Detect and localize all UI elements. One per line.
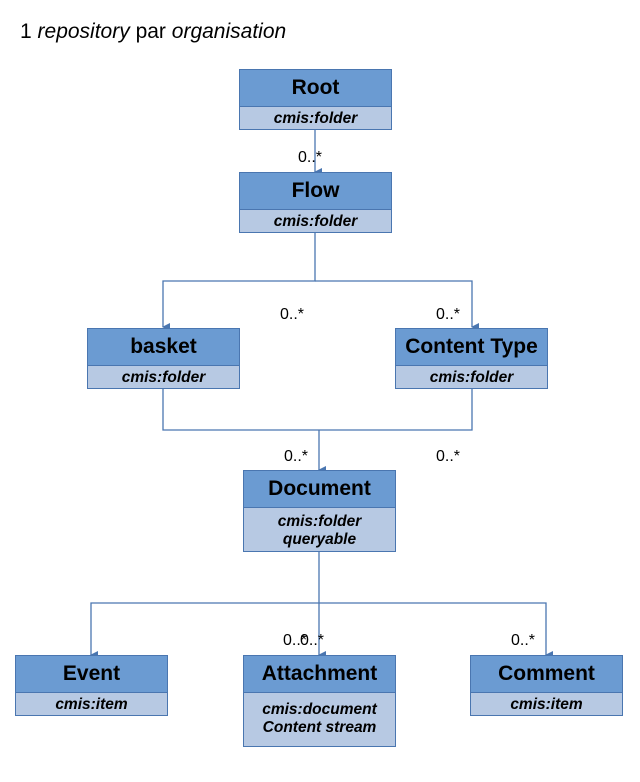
edge-flow-contenttype — [315, 280, 479, 331]
stereotype-line: cmis:document — [262, 701, 377, 718]
node-root-stereotype: cmis:folder — [240, 107, 391, 131]
multiplicity-label: 0..* — [300, 632, 325, 649]
stereotype-line: cmis:item — [510, 696, 583, 713]
node-attachment-stereotype: cmis:document Content stream — [244, 693, 395, 740]
title-word-organisation: organisation — [171, 20, 287, 43]
node-comment-stereotype: cmis:item — [471, 693, 622, 717]
node-comment: Comment cmis:item — [470, 655, 623, 716]
node-document: Document cmis:folder queryable — [243, 470, 396, 552]
node-content-type: Content Type cmis:folder — [395, 328, 548, 389]
multiplicity-label: 0..* — [436, 448, 461, 465]
multiplicity-label: 0..* — [280, 306, 305, 323]
node-flow: Flow cmis:folder — [239, 172, 392, 233]
edge-basket-document — [162, 389, 473, 431]
edge-flow-branch — [162, 233, 316, 331]
stereotype-line: cmis:folder — [273, 213, 358, 230]
edge-document-event — [90, 552, 320, 659]
multiplicity-label: 0..* — [298, 149, 323, 166]
node-attachment: Attachment cmis:document Content stream — [243, 655, 396, 747]
node-document-name: Document — [244, 471, 395, 508]
node-basket-name: basket — [88, 329, 239, 366]
node-comment-name: Comment — [471, 656, 622, 693]
stereotype-line: Content stream — [262, 719, 377, 736]
stereotype-line: queryable — [282, 531, 357, 548]
node-basket-stereotype: cmis:folder — [88, 366, 239, 390]
stereotype-line: cmis:folder — [429, 369, 514, 386]
multiplicity-label: 0..* — [436, 306, 461, 323]
multiplicity-label: 0..* — [284, 448, 309, 465]
title-word-repository: repository — [37, 20, 130, 43]
stereotype-line: cmis:item — [55, 696, 128, 713]
stereotype-line: cmis:folder — [121, 369, 206, 386]
diagram-title: 1 repository par organisation — [20, 20, 286, 44]
multiplicity-label: 0..* — [511, 632, 536, 649]
node-content-type-stereotype: cmis:folder — [396, 366, 547, 390]
stereotype-line: cmis:folder — [273, 110, 358, 127]
node-attachment-name: Attachment — [244, 656, 395, 693]
stereotype-line: cmis:folder — [277, 513, 362, 530]
node-basket: basket cmis:folder — [87, 328, 240, 389]
node-flow-name: Flow — [240, 173, 391, 210]
node-flow-stereotype: cmis:folder — [240, 210, 391, 234]
node-root-name: Root — [240, 70, 391, 107]
node-event: Event cmis:item — [15, 655, 168, 716]
edge-document-comment — [319, 602, 553, 659]
node-content-type-name: Content Type — [396, 329, 547, 366]
title-word-par: par — [135, 20, 166, 43]
node-event-name: Event — [16, 656, 167, 693]
node-event-stereotype: cmis:item — [16, 693, 167, 717]
node-document-stereotype: cmis:folder queryable — [244, 508, 395, 552]
multiplicity-label: 0..* — [283, 632, 308, 649]
title-number: 1 — [20, 20, 32, 43]
node-root: Root cmis:folder — [239, 69, 392, 130]
